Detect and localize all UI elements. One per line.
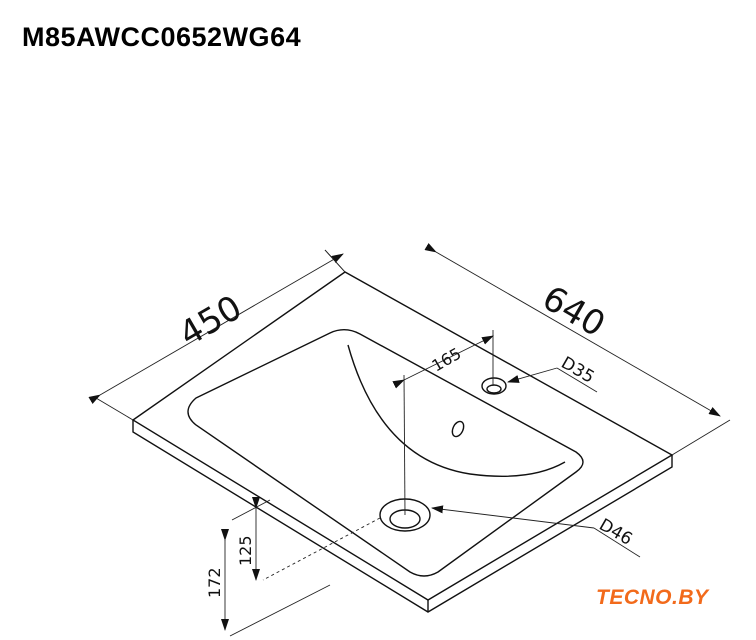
svg-text:165: 165 [429,344,465,376]
dimension-d46: D46 [431,505,641,558]
dimension-125: 125 [231,497,381,581]
svg-text:D35: D35 [558,353,598,388]
basin-bowl [187,329,584,577]
product-model-title: M85AWCC0652WG64 [22,22,302,52]
dimension-d35: D35 [507,353,598,393]
svg-text:172: 172 [205,567,224,598]
svg-text:D46: D46 [596,515,636,550]
tap-hole [481,377,507,395]
svg-text:640: 640 [536,278,612,345]
dimension-450: 450 [88,249,346,421]
svg-text:450: 450 [173,288,249,355]
overflow-hole [451,420,465,438]
tecno-by-logo: TECNO.BY [596,586,709,609]
dimension-165: 165 [392,330,494,516]
dimension-172: 172 [205,529,331,637]
svg-text:125: 125 [236,535,255,566]
